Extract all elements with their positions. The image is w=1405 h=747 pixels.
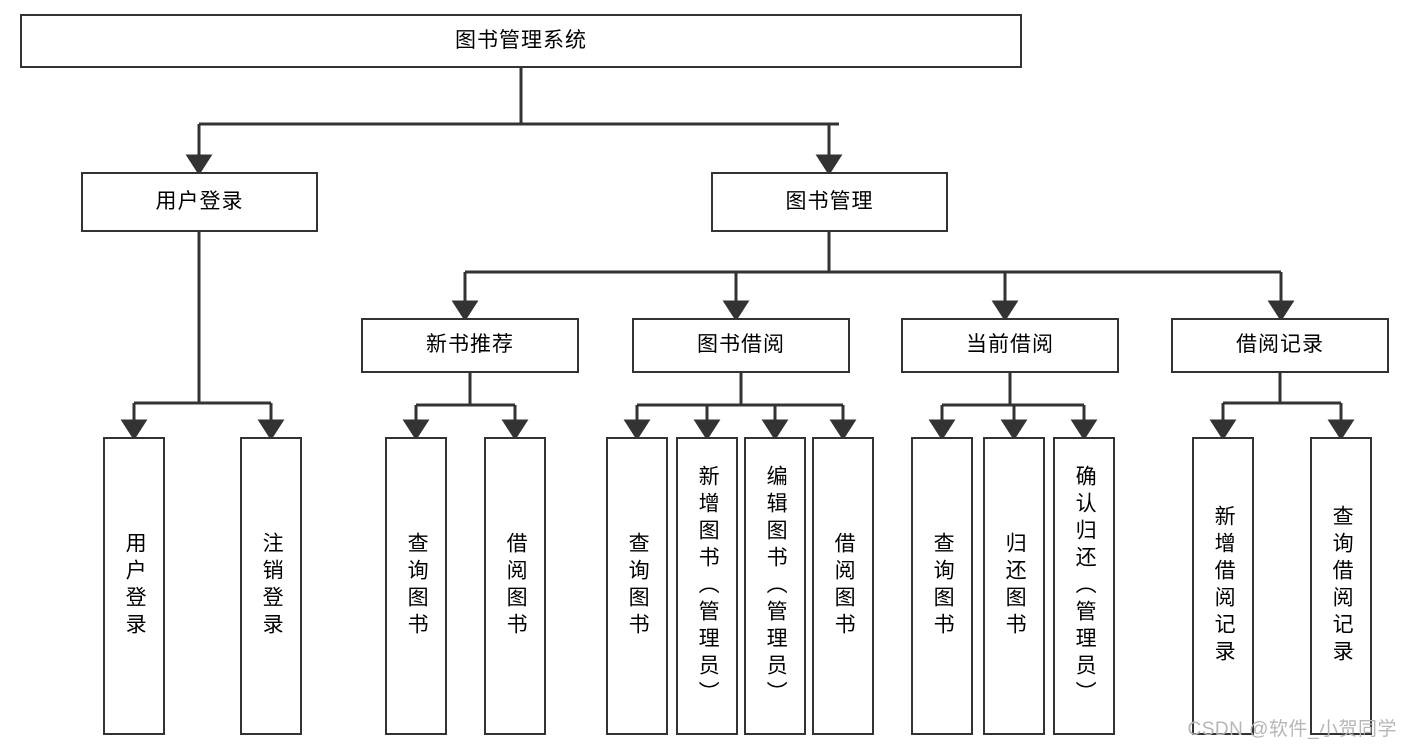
node-leaf-borrow-book-rec-label: 借阅图书 <box>504 532 528 640</box>
node-leaf-edit-book-admin[interactable]: 编辑图书（管理员） <box>744 437 806 735</box>
node-new-book-recommend[interactable]: 新书推荐 <box>361 318 579 373</box>
node-new-book-recommend-label: 新书推荐 <box>426 333 514 357</box>
node-user-login[interactable]: 用户登录 <box>81 172 318 232</box>
node-leaf-query-book-rec-label: 查询图书 <box>405 532 429 640</box>
node-leaf-user-login[interactable]: 用户登录 <box>103 437 165 735</box>
node-leaf-query-borrow-record-label: 查询借阅记录 <box>1330 505 1354 667</box>
node-book-manage[interactable]: 图书管理 <box>711 172 948 232</box>
node-leaf-borrow-book-rec[interactable]: 借阅图书 <box>484 437 546 735</box>
node-leaf-query-book-rec[interactable]: 查询图书 <box>385 437 447 735</box>
node-leaf-add-borrow-record-label: 新增借阅记录 <box>1212 505 1236 667</box>
node-borrow-record-label: 借阅记录 <box>1236 333 1324 357</box>
node-leaf-query-book-cur[interactable]: 查询图书 <box>911 437 973 735</box>
node-leaf-return-book-label: 归还图书 <box>1003 532 1027 640</box>
node-borrow-record[interactable]: 借阅记录 <box>1171 318 1389 373</box>
node-leaf-borrow-book-brw-label: 借阅图书 <box>832 532 856 640</box>
node-leaf-confirm-return[interactable]: 确认归还（管理员） <box>1053 437 1115 735</box>
node-book-manage-label: 图书管理 <box>785 189 874 213</box>
node-root[interactable]: 图书管理系统 <box>20 14 1022 68</box>
node-leaf-confirm-return-label: 确认归还（管理员） <box>1073 464 1097 708</box>
node-leaf-query-book-brw[interactable]: 查询图书 <box>606 437 668 735</box>
node-leaf-return-book[interactable]: 归还图书 <box>983 437 1045 735</box>
node-root-label: 图书管理系统 <box>455 28 587 52</box>
node-leaf-borrow-book-brw[interactable]: 借阅图书 <box>812 437 874 735</box>
node-leaf-add-borrow-record[interactable]: 新增借阅记录 <box>1192 437 1254 735</box>
node-leaf-query-book-brw-label: 查询图书 <box>626 532 650 640</box>
node-leaf-logout[interactable]: 注销登录 <box>240 437 302 735</box>
node-book-borrow[interactable]: 图书借阅 <box>632 318 850 373</box>
node-user-login-label: 用户登录 <box>155 189 244 213</box>
node-leaf-query-borrow-record[interactable]: 查询借阅记录 <box>1310 437 1372 735</box>
csdn-watermark: CSDN @软件_小贺同学 <box>1187 719 1397 740</box>
node-leaf-user-login-label: 用户登录 <box>123 532 147 640</box>
node-leaf-query-book-cur-label: 查询图书 <box>931 532 955 640</box>
node-leaf-add-book-admin[interactable]: 新增图书（管理员） <box>676 437 738 735</box>
node-book-borrow-label: 图书借阅 <box>697 333 785 357</box>
node-current-borrow[interactable]: 当前借阅 <box>901 318 1119 373</box>
node-leaf-edit-book-admin-label: 编辑图书（管理员） <box>764 464 788 708</box>
node-leaf-logout-label: 注销登录 <box>260 532 284 640</box>
node-leaf-add-book-admin-label: 新增图书（管理员） <box>696 464 720 708</box>
node-current-borrow-label: 当前借阅 <box>966 333 1054 357</box>
